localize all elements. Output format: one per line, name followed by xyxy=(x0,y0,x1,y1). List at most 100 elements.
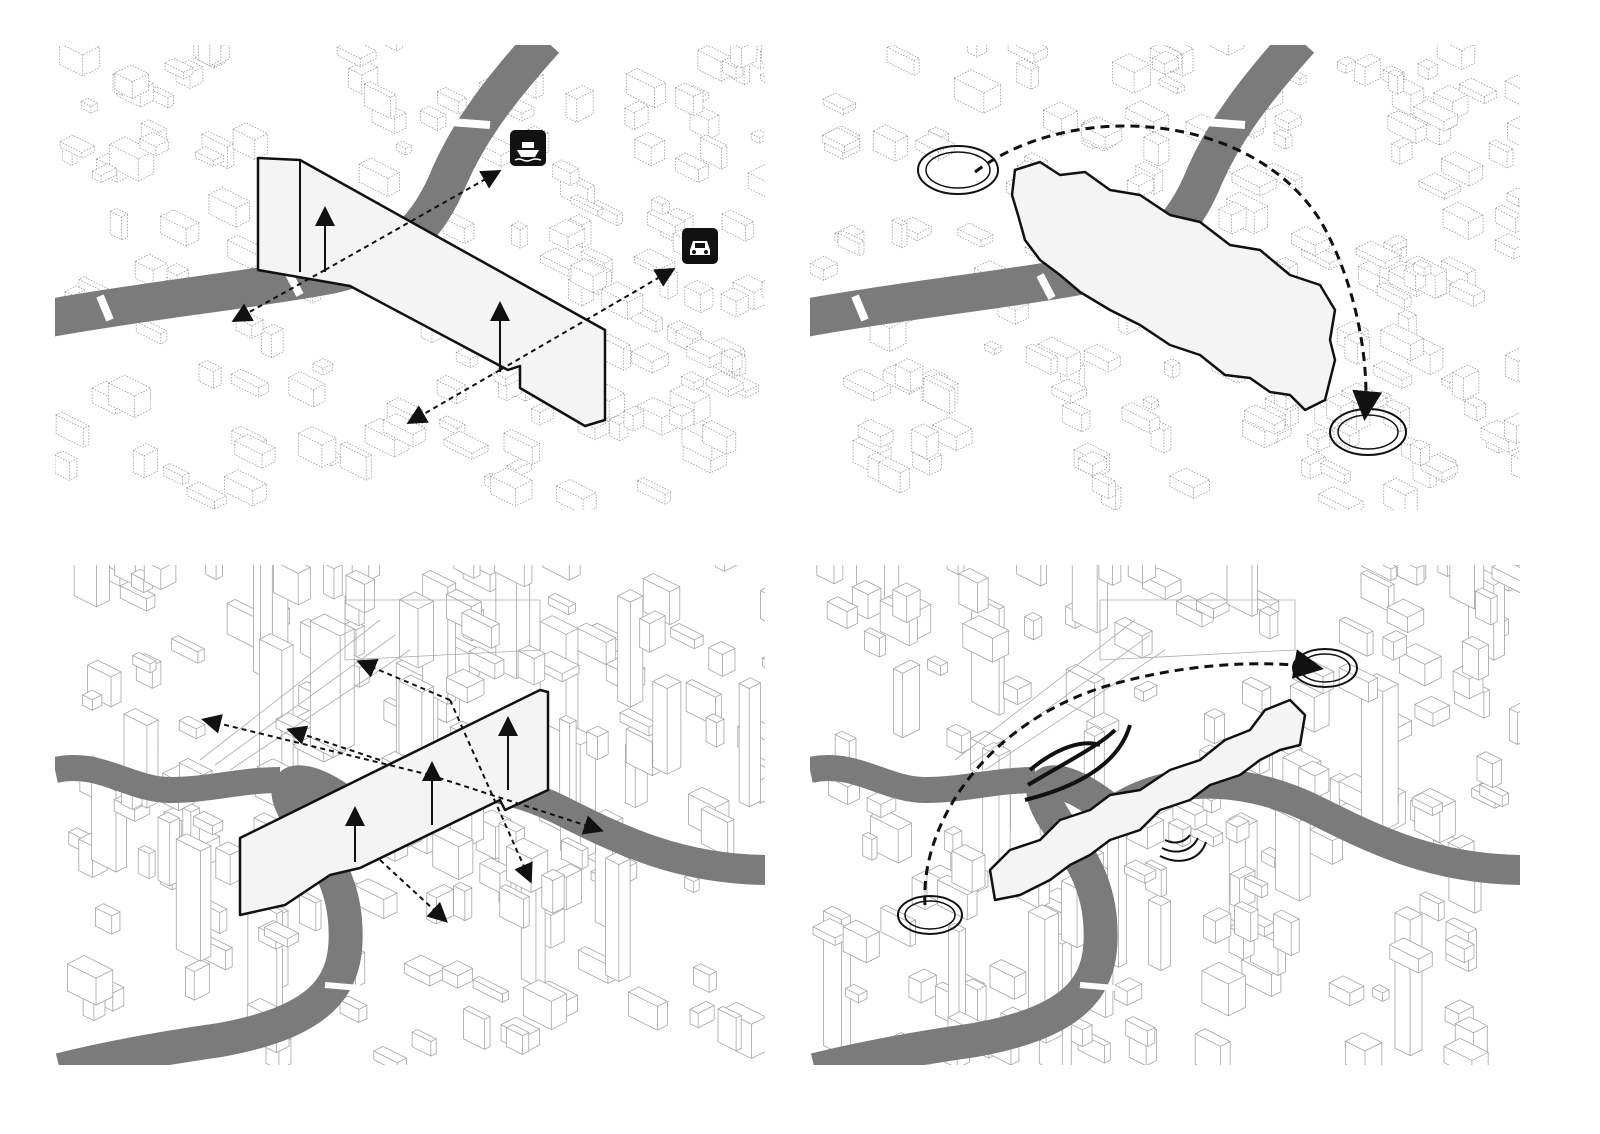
building xyxy=(705,371,745,398)
building xyxy=(59,134,96,159)
panel-bottom-right xyxy=(810,565,1520,1065)
building xyxy=(336,45,377,68)
river xyxy=(810,755,1036,804)
building xyxy=(1218,201,1248,235)
building xyxy=(604,851,631,983)
building xyxy=(1387,69,1405,95)
building xyxy=(1272,909,1301,957)
building xyxy=(1123,859,1157,884)
building xyxy=(1411,792,1444,817)
building xyxy=(1442,201,1484,241)
building xyxy=(287,371,326,408)
building xyxy=(669,623,705,650)
building xyxy=(700,805,735,858)
building xyxy=(1419,891,1446,922)
connection-arrow xyxy=(499,267,676,371)
building xyxy=(1319,459,1352,485)
target-circle-icon xyxy=(897,895,963,935)
building xyxy=(953,69,1002,114)
building xyxy=(1151,50,1180,76)
river-bridge xyxy=(324,982,361,991)
building xyxy=(1098,565,1122,586)
building xyxy=(946,723,972,754)
building xyxy=(1390,137,1413,165)
building xyxy=(1091,472,1117,500)
building xyxy=(441,960,474,989)
river-bridge xyxy=(1079,982,1116,991)
building xyxy=(685,338,726,369)
building xyxy=(570,258,608,294)
connection-arrow xyxy=(201,714,431,776)
building xyxy=(192,810,224,836)
river-bridge xyxy=(1036,273,1056,300)
building xyxy=(922,374,956,415)
building xyxy=(957,567,990,614)
building xyxy=(184,959,211,1001)
building xyxy=(547,593,577,616)
building xyxy=(1336,56,1356,75)
building xyxy=(1241,676,1272,714)
building xyxy=(1504,347,1520,383)
building xyxy=(1077,450,1108,477)
city-buildings xyxy=(812,565,1520,1065)
river-bridge xyxy=(449,118,491,129)
target-circle-icon xyxy=(917,145,999,195)
building xyxy=(150,86,175,109)
building xyxy=(1111,53,1152,94)
connection-arrow xyxy=(449,699,533,884)
building xyxy=(107,374,152,418)
building xyxy=(892,659,921,739)
building xyxy=(358,157,401,197)
building xyxy=(1169,467,1211,499)
building xyxy=(498,884,531,929)
building xyxy=(555,478,598,510)
building xyxy=(616,589,644,708)
building xyxy=(436,375,468,405)
building xyxy=(298,891,322,932)
building xyxy=(232,122,269,160)
building xyxy=(159,209,200,247)
building xyxy=(1414,695,1451,727)
building xyxy=(1023,612,1043,641)
building xyxy=(372,1045,408,1065)
building xyxy=(263,921,300,948)
building xyxy=(946,565,965,575)
building xyxy=(1361,565,1398,582)
building xyxy=(674,82,704,116)
building xyxy=(701,420,737,455)
building xyxy=(699,134,728,170)
building xyxy=(585,725,610,761)
building xyxy=(1503,412,1520,445)
building xyxy=(880,904,917,948)
building xyxy=(345,569,376,614)
building xyxy=(385,45,403,52)
boat-icon xyxy=(510,130,546,166)
river-bridge xyxy=(96,294,114,322)
building xyxy=(438,415,466,435)
building xyxy=(1142,131,1170,167)
building xyxy=(1398,643,1443,687)
building xyxy=(1210,45,1245,56)
building xyxy=(91,163,118,183)
building xyxy=(638,610,667,653)
building xyxy=(1474,587,1499,626)
building xyxy=(857,418,895,448)
building xyxy=(608,414,629,442)
building xyxy=(489,467,533,507)
building xyxy=(872,124,909,162)
building xyxy=(157,811,181,887)
building xyxy=(1201,961,1247,1017)
building xyxy=(816,565,844,585)
building xyxy=(1412,259,1432,277)
building xyxy=(462,1005,491,1050)
building xyxy=(627,986,669,1031)
building xyxy=(668,403,695,430)
building xyxy=(1417,58,1439,81)
building xyxy=(411,1029,438,1057)
building xyxy=(186,481,228,510)
building xyxy=(1382,234,1408,254)
building xyxy=(442,212,476,244)
railway-tracks xyxy=(954,599,1296,771)
building xyxy=(223,469,268,507)
building xyxy=(1274,109,1303,132)
